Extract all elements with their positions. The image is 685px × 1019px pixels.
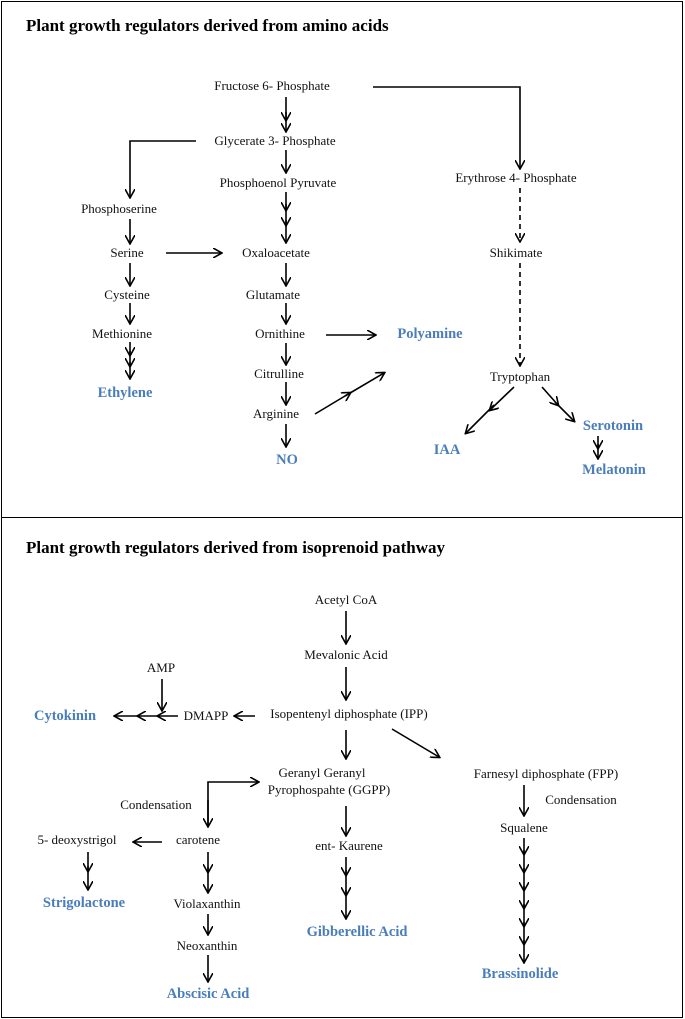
label-condensation-ggpp: Condensation: [120, 797, 192, 812]
node-erythrose-4-phosphate: Erythrose 4- Phosphate: [455, 170, 577, 185]
hormone-abscisic-acid: Abscisic Acid: [166, 986, 250, 1002]
arrow-fructose-erythrose: [373, 86, 520, 168]
node-fructose-6-phosphate: Fructose 6- Phosphate: [214, 78, 330, 93]
node-glutamate: Glutamate: [245, 287, 301, 302]
node-ent-kaurene: ent- Kaurene: [315, 838, 383, 853]
node-neoxanthin: Neoxanthin: [176, 938, 238, 953]
hormone-ethylene: Ethylene: [97, 385, 153, 401]
node-fpp: Farnesyl diphosphate (FPP): [473, 766, 619, 781]
arrow-tryptophan-iaa: [490, 386, 515, 410]
hormone-iaa: IAA: [433, 442, 461, 458]
node-violaxanthin: Violaxanthin: [173, 896, 241, 911]
arrow-glycerate-phosphoserine: [130, 140, 196, 197]
node-squalene: Squalene: [500, 820, 548, 835]
label-condensation-fpp: Condensation: [545, 792, 617, 807]
hormone-cytokinin: Cytokinin: [33, 708, 97, 724]
hormone-no: NO: [276, 452, 298, 468]
node-5-deoxystrigol: 5- deoxystrigol: [37, 832, 117, 847]
arrow-ggpp-carotene: [207, 782, 258, 826]
amino-panel-title: Plant growth regulators derived from ami…: [26, 16, 389, 35]
node-tryptophan: Tryptophan: [489, 369, 551, 384]
node-ipp: Isopentenyl diphosphate (IPP): [270, 706, 428, 721]
node-carotene: carotene: [175, 832, 221, 847]
isoprenoid-panel: [1, 517, 683, 1018]
node-serine: Serine: [110, 245, 144, 260]
node-dmapp: DMAPP: [183, 708, 229, 723]
node-oxaloacetate: Oxaloacetate: [242, 245, 310, 260]
hormone-gibberellic-acid: Gibberellic Acid: [306, 924, 408, 940]
node-amp: AMP: [146, 660, 176, 675]
hormone-strigolactone: Strigolactone: [42, 895, 126, 911]
node-glycerate-3-phosphate: Glycerate 3- Phosphate: [214, 133, 336, 148]
node-arginine: Arginine: [253, 406, 299, 421]
node-acetyl-coa: Acetyl CoA: [314, 592, 378, 607]
amino-acid-panel: [1, 1, 683, 518]
node-methionine: Methionine: [92, 326, 152, 341]
node-ornithine: Ornithine: [255, 326, 305, 341]
hormone-polyamine: Polyamine: [397, 326, 463, 342]
node-ggpp-line2: Pyrophospahte (GGPP): [267, 782, 391, 797]
arrow-ipp-fpp: [391, 728, 439, 757]
node-shikimate: Shikimate: [489, 245, 543, 260]
node-cysteine: Cysteine: [104, 287, 150, 302]
arrow-arginine-polyamine: [314, 393, 350, 415]
hormone-serotonin: Serotonin: [582, 418, 644, 434]
node-mevalonic-acid: Mevalonic Acid: [304, 647, 388, 662]
node-ggpp-line1: Geranyl Geranyl: [278, 765, 366, 780]
node-citrulline: Citrulline: [254, 366, 304, 381]
node-phosphoserine: Phosphoserine: [81, 201, 157, 216]
isoprenoid-panel-title: Plant growth regulators derived from iso…: [26, 538, 446, 557]
hormone-brassinolide: Brassinolide: [481, 966, 559, 982]
hormone-melatonin: Melatonin: [582, 462, 646, 478]
node-phosphoenol-pyruvate: Phosphoenol Pyruvate: [219, 175, 337, 190]
